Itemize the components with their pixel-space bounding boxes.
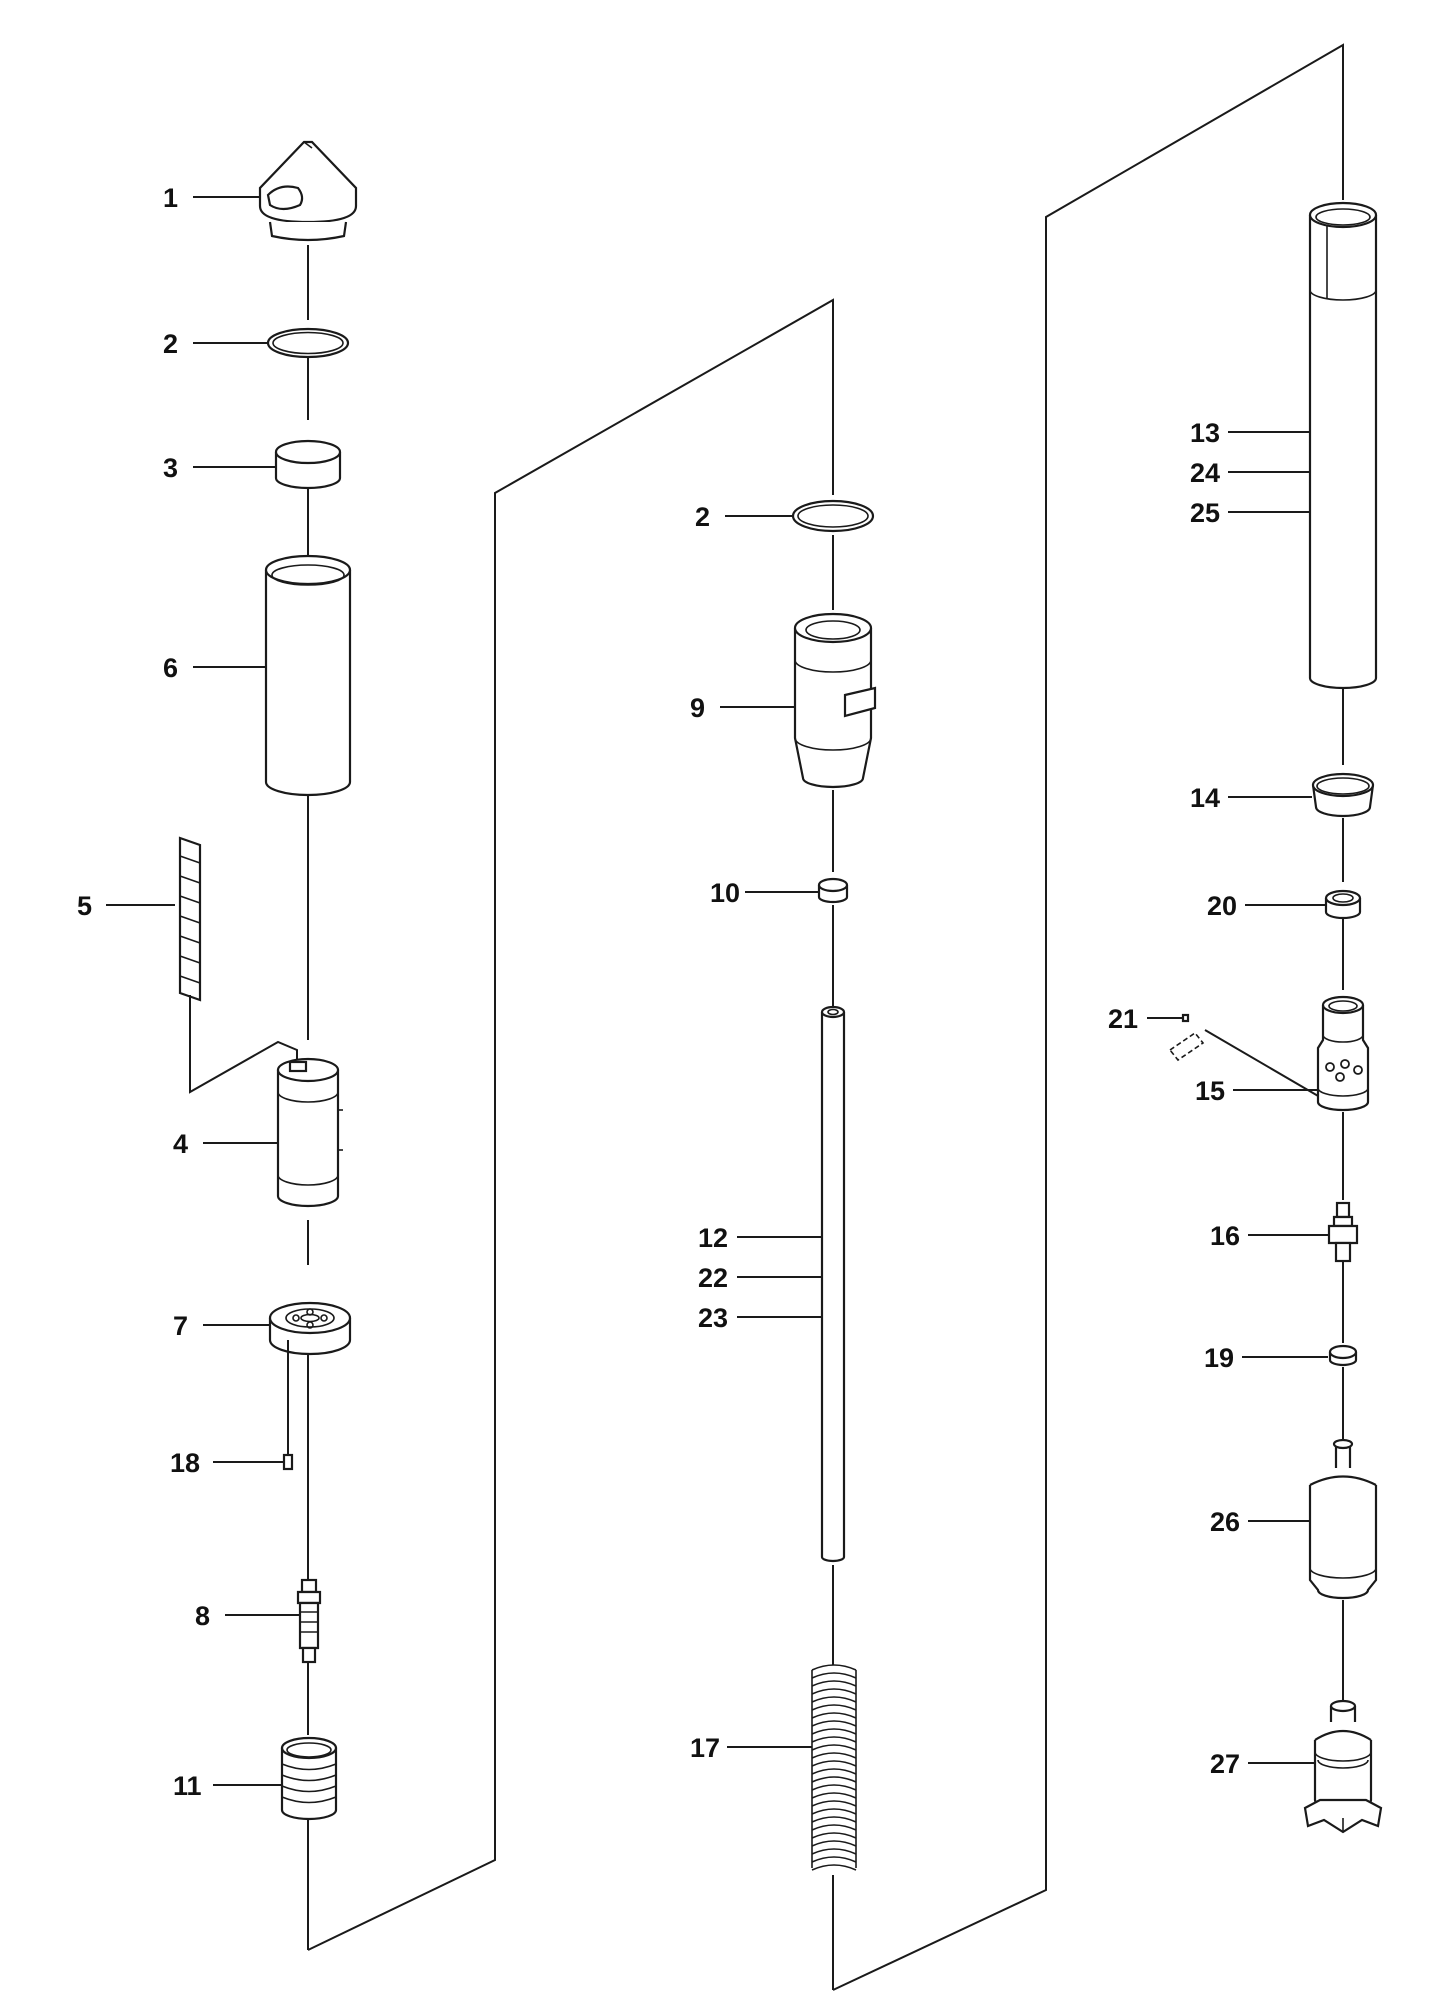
- label-part-4: 4: [173, 1129, 188, 1159]
- part-20-nut[interactable]: [1324, 889, 1362, 920]
- label-part-2-upper: 2: [163, 329, 178, 359]
- part-5-filter-strip[interactable]: [178, 836, 298, 1094]
- label-part-27: 27: [1210, 1749, 1240, 1779]
- part-4-valve-body[interactable]: [276, 1057, 343, 1208]
- label-part-10: 10: [710, 878, 740, 908]
- part-6-sleeve[interactable]: [264, 554, 352, 797]
- part-10-small-ring[interactable]: [817, 877, 849, 904]
- label-part-21: 21: [1108, 1004, 1138, 1034]
- label-part-2-middle: 2: [695, 502, 710, 532]
- label-part-17: 17: [690, 1733, 720, 1763]
- label-part-16: 16: [1210, 1221, 1240, 1251]
- label-part-7: 7: [173, 1311, 188, 1341]
- callout-labels: 1 2 3 6 5 4 7 18 8 11 2 9 10 12 22 23 17…: [77, 183, 1240, 1801]
- label-part-22: 22: [698, 1263, 728, 1293]
- part-14-ring[interactable]: [1311, 772, 1375, 818]
- part-13-tube[interactable]: [1308, 201, 1378, 690]
- part-7-seat-ring[interactable]: [268, 1301, 352, 1356]
- label-part-8: 8: [195, 1601, 210, 1631]
- label-part-5: 5: [77, 891, 92, 921]
- part-27-quick-coupling[interactable]: [1303, 1699, 1383, 1834]
- leader-lines: [106, 196, 1330, 1786]
- label-part-24: 24: [1190, 458, 1220, 488]
- label-part-18: 18: [170, 1448, 200, 1478]
- label-part-15: 15: [1195, 1076, 1225, 1106]
- label-part-19: 19: [1204, 1343, 1234, 1373]
- part-8-nozzle[interactable]: [296, 1578, 322, 1664]
- part-11-threaded-sleeve[interactable]: [280, 1736, 338, 1821]
- label-part-9: 9: [690, 693, 705, 723]
- part-15-valve-housing[interactable]: [1316, 995, 1370, 1112]
- label-part-25: 25: [1190, 498, 1220, 528]
- label-part-13: 13: [1190, 418, 1220, 448]
- part-21-plate[interactable]: [1168, 1013, 1326, 1101]
- part-16-nipple[interactable]: [1327, 1201, 1359, 1263]
- label-part-3: 3: [163, 453, 178, 483]
- part-18-pin[interactable]: [282, 1340, 294, 1471]
- label-part-20: 20: [1207, 891, 1237, 921]
- part-3-disc[interactable]: [274, 439, 342, 490]
- label-part-14: 14: [1190, 783, 1220, 813]
- part-12-rod[interactable]: [820, 1005, 846, 1563]
- label-part-6: 6: [163, 653, 178, 683]
- label-part-23: 23: [698, 1303, 728, 1333]
- part-2-o-ring-upper[interactable]: [266, 327, 350, 359]
- label-part-26: 26: [1210, 1507, 1240, 1537]
- assembly-lines: [307, 43, 1344, 1991]
- part-17-spring[interactable]: [811, 1664, 857, 1871]
- part-2-o-ring-middle[interactable]: [791, 499, 875, 533]
- label-part-12: 12: [698, 1223, 728, 1253]
- part-19-small-ring[interactable]: [1328, 1344, 1358, 1367]
- label-part-1: 1: [163, 183, 178, 213]
- part-26-canister[interactable]: [1308, 1438, 1378, 1600]
- part-1-cone-cap[interactable]: [258, 140, 358, 242]
- part-9-coupling[interactable]: [793, 612, 877, 789]
- label-part-11: 11: [173, 1771, 202, 1801]
